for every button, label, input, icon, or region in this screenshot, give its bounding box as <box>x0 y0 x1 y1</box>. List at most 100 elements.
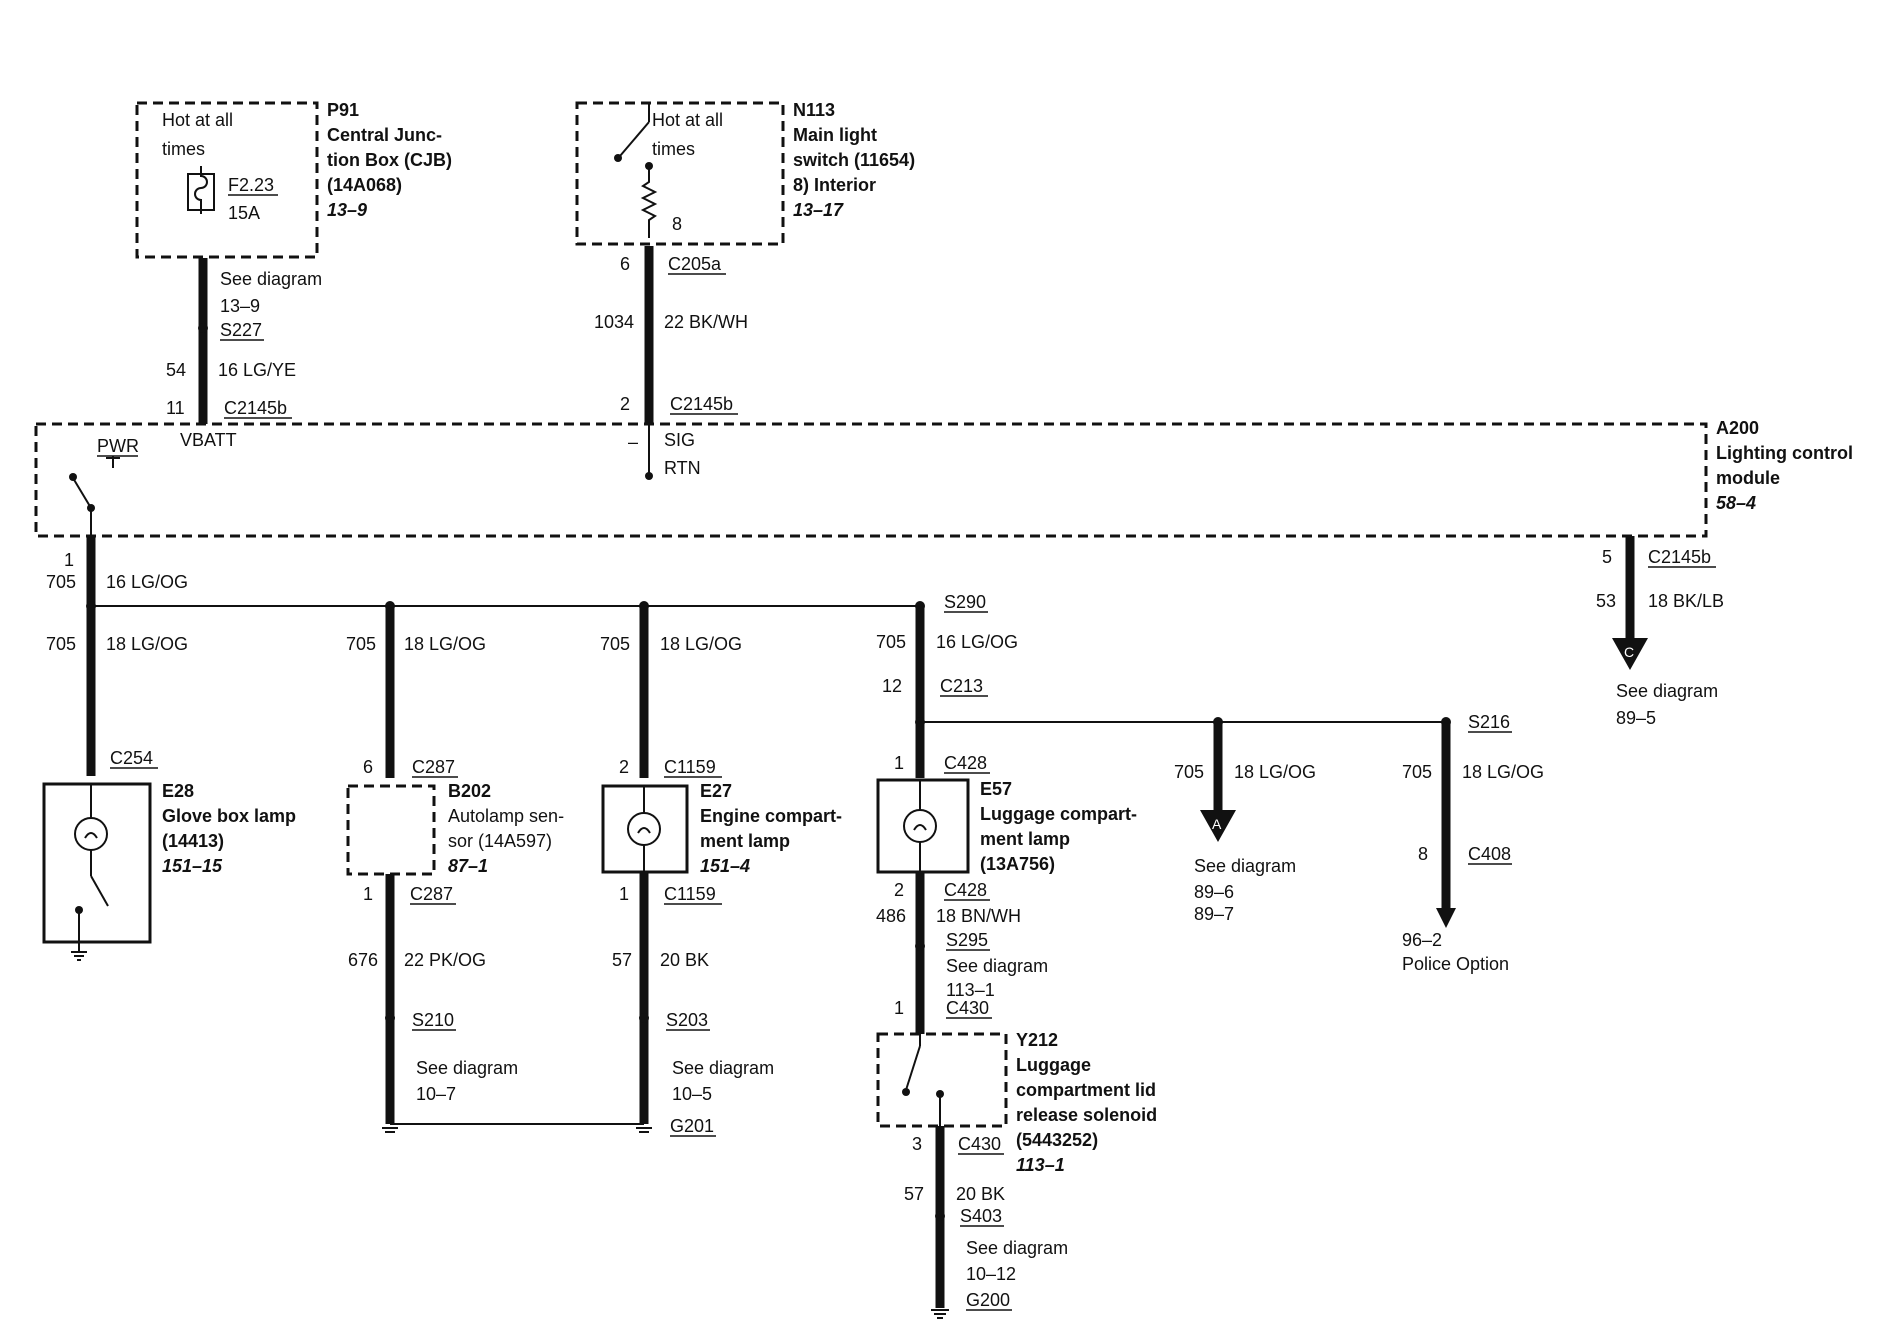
s216-note-1: 96–2 <box>1402 930 1442 950</box>
n113-wire: 6 C205a 1034 22 BK/WH 2 C2145b SIG – RTN <box>594 246 748 480</box>
b202-connector: C287 <box>412 757 455 777</box>
right-see-1: See diagram <box>1616 681 1718 701</box>
e57-spec: 16 LG/OG <box>936 632 1018 652</box>
e57-pin2: 2 <box>894 880 904 900</box>
n113-rtn: RTN <box>664 458 701 478</box>
branch-a-see-3: 89–7 <box>1194 904 1234 924</box>
e57-splice-top: S290 <box>944 592 986 612</box>
s216-spec: 18 LG/OG <box>1462 762 1544 782</box>
b202-id: B202 <box>448 781 491 801</box>
e27-see-1: See diagram <box>672 1058 774 1078</box>
e27-connector2: C1159 <box>664 884 716 904</box>
y212-circuit: 57 <box>904 1184 924 1204</box>
branch-s216: S216 705 18 LG/OG 8 C408 96–2 Police Opt… <box>1402 712 1544 974</box>
s216-pin: 8 <box>1418 844 1428 864</box>
e57-pin3: 1 <box>894 998 904 1018</box>
p91-circuit: 54 <box>166 360 186 380</box>
n113-pin: 6 <box>620 254 630 274</box>
e57-spec2: 18 BN/WH <box>936 906 1021 926</box>
a200-id: A200 <box>1716 418 1759 438</box>
p91-spec: 16 LG/YE <box>218 360 296 380</box>
lamp-icon <box>903 780 937 872</box>
e27-id: E27 <box>700 781 732 801</box>
y212-release-solenoid: Y212 Luggage compartment lid release sol… <box>876 1022 1157 1319</box>
n113-sig: SIG <box>664 430 695 450</box>
n113-inner-pin: 8 <box>672 214 682 234</box>
n113-main-light-switch: Hot at all times 8 N113 Main light switc… <box>575 100 915 246</box>
branch-a-arrow-letter: A <box>1212 816 1222 832</box>
e57-splice: S295 <box>946 930 988 950</box>
s216-circuit: 705 <box>1402 762 1432 782</box>
e57-connector: C428 <box>944 753 987 773</box>
e27-circuit2: 57 <box>612 950 632 970</box>
e57-name-1: Luggage compart- <box>980 804 1137 824</box>
branch-a-see-1: See diagram <box>1194 856 1296 876</box>
e27-spec: 18 LG/OG <box>660 634 742 654</box>
b202-pin2: 1 <box>363 884 373 904</box>
bus-pin: 1 <box>64 550 74 570</box>
right-see-2: 89–5 <box>1616 708 1656 728</box>
y212-spec: 20 BK <box>956 1184 1005 1204</box>
b202-circuit2: 676 <box>348 950 378 970</box>
p91-id: P91 <box>327 100 359 120</box>
e27-pin2: 1 <box>619 884 629 904</box>
right-pin: 5 <box>1602 547 1612 567</box>
e27-circuit: 705 <box>600 634 630 654</box>
e27-ground: G201 <box>670 1116 714 1136</box>
n113-minus: – <box>628 432 638 452</box>
a200-ref: 58–4 <box>1716 493 1756 513</box>
a200-pwr: PWR <box>97 436 139 456</box>
b202-spec2: 22 PK/OG <box>404 950 486 970</box>
n113-hot-line1: Hot at all <box>652 110 723 130</box>
resistor-icon <box>640 166 658 238</box>
e57-name-3: (13A756) <box>980 854 1055 874</box>
bus-spec: 16 LG/OG <box>106 572 188 592</box>
b202-spec: 18 LG/OG <box>404 634 486 654</box>
b202-see-2: 10–7 <box>416 1084 456 1104</box>
e57-id: E57 <box>980 779 1012 799</box>
n113-circuit: 1034 <box>594 312 634 332</box>
b202-splice: S210 <box>412 1010 454 1030</box>
p91-splice: S227 <box>220 320 262 340</box>
e57-see-2: 113–1 <box>946 980 995 1000</box>
e28-id: E28 <box>162 781 194 801</box>
p91-central-junction-box: Hot at all times F2.23 15A P91 Central J… <box>135 100 452 259</box>
y212-name-1: Luggage <box>1016 1055 1091 1075</box>
right-connector: C2145b <box>1648 547 1711 567</box>
p91-name-2: tion Box (CJB) <box>327 150 452 170</box>
a200-name-2: module <box>1716 468 1780 488</box>
ground-icon <box>636 1127 652 1133</box>
y212-name-2: compartment lid <box>1016 1080 1156 1100</box>
e57-see-1: See diagram <box>946 956 1048 976</box>
a200-lighting-control-module: PWR A200 Lighting control module 58–4 <box>34 418 1853 538</box>
e57-pin: 1 <box>894 753 904 773</box>
right-output: C 5 C2145b 53 18 BK/LB See diagram 89–5 <box>1596 536 1724 728</box>
e57-circuit: 705 <box>876 632 906 652</box>
y212-connector: C430 <box>958 1134 1001 1154</box>
y212-splice: S403 <box>960 1206 1002 1226</box>
e27-see-2: 10–5 <box>672 1084 712 1104</box>
y212-pin: 3 <box>912 1134 922 1154</box>
p91-name-1: Central Junc- <box>327 125 442 145</box>
a200-name-1: Lighting control <box>1716 443 1853 463</box>
e57-connector2: C428 <box>944 880 987 900</box>
p91-hot-line2: times <box>162 139 205 159</box>
p91-hot-line1: Hot at all <box>162 110 233 130</box>
n113-connector: C205a <box>668 254 722 274</box>
y212-name-4: (5443252) <box>1016 1130 1098 1150</box>
n113-name-3: 8) Interior <box>793 175 876 195</box>
bus-circuit: 705 <box>46 572 76 592</box>
n113-connector2: C2145b <box>670 394 733 414</box>
e28-connector: C254 <box>110 748 153 768</box>
p91-fuse-amps: 15A <box>228 203 260 223</box>
n113-spec: 22 BK/WH <box>664 312 748 332</box>
b202-name-1: Autolamp sen- <box>448 806 564 826</box>
e27-engine-compartment-lamp: 705 18 LG/OG 2 C1159 E27 Engine compart-… <box>390 606 842 1137</box>
b202-see-1: See diagram <box>416 1058 518 1078</box>
lamp-icon <box>627 786 661 872</box>
e28-glove-box-lamp: 705 18 LG/OG C254 E28 Glove box lamp (14… <box>42 606 296 961</box>
switch-icon <box>614 103 653 170</box>
y212-id: Y212 <box>1016 1030 1058 1050</box>
branch-a-spec: 18 LG/OG <box>1234 762 1316 782</box>
e27-connector: C1159 <box>664 757 716 777</box>
